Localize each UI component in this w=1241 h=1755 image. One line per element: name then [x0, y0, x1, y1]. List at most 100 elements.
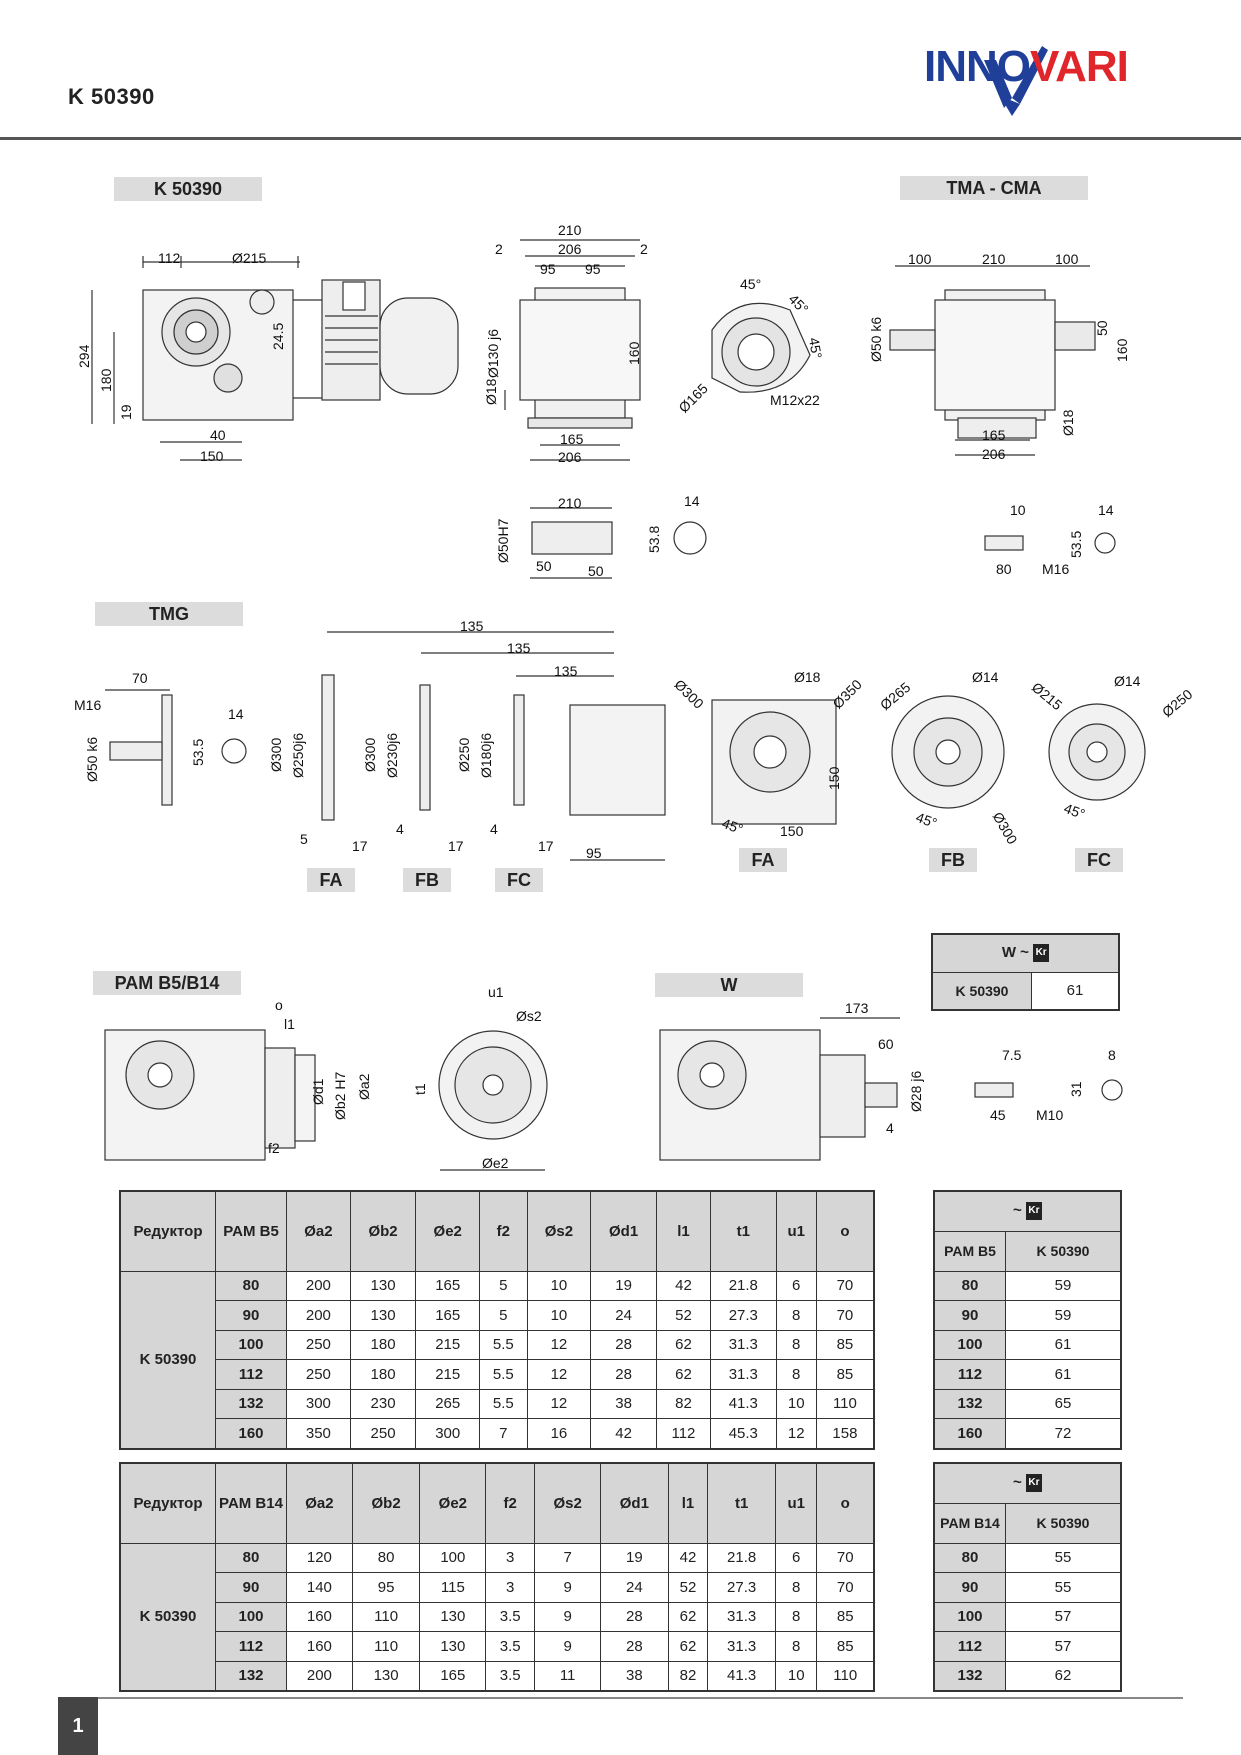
value-cell: 180 [349, 1329, 417, 1360]
value-cell: 3.5 [485, 1631, 536, 1662]
weight-cell: 61 [1005, 1329, 1122, 1360]
value-cell: 80 [351, 1542, 421, 1573]
value-cell: 24 [590, 1300, 657, 1331]
dim-18-tma: Ø18 [1060, 409, 1076, 436]
dim-a2: Øa2 [356, 1073, 372, 1100]
value-cell: 5 [479, 1270, 528, 1301]
value-cell: 5 [479, 1300, 528, 1331]
value-cell: 7 [479, 1418, 528, 1449]
value-cell: 160 [286, 1601, 353, 1632]
dim-206-bottom: 206 [558, 449, 582, 465]
dim-165-front: 165 [560, 431, 584, 447]
th-f2: f2 [479, 1190, 528, 1272]
w-gearbox-view [659, 1017, 1123, 1161]
section-tag-pam: PAM B5/B14 [93, 971, 241, 995]
value-cell: 42 [667, 1542, 709, 1573]
flange-tag-fc: FC [495, 868, 543, 892]
weights-b5-tilde: ~ [1013, 1202, 1022, 1220]
value-cell: 82 [655, 1388, 712, 1419]
value-cell: 19 [590, 1270, 657, 1301]
dim-8: 8 [1108, 1047, 1116, 1063]
dim-230-j6: Ø230j6 [384, 732, 400, 778]
dim-135-fc: 135 [554, 663, 578, 679]
dim-294: 294 [76, 344, 92, 368]
dim-210-tma: 210 [982, 251, 1006, 267]
value-cell: 130 [351, 1660, 421, 1692]
dim-150: 150 [200, 448, 224, 464]
dim-50-a: 50 [536, 558, 552, 574]
dim-150-fa-h: 150 [780, 823, 804, 839]
th-s2: Øs2 [534, 1462, 602, 1544]
value-cell: 85 [816, 1631, 875, 1662]
dim-50-k6-tmg: Ø50 k6 [84, 736, 100, 782]
size-cell: 80 [215, 1270, 287, 1301]
size-cell: 100 [933, 1601, 1006, 1632]
dim-5: 5 [300, 831, 308, 847]
value-cell: 100 [419, 1542, 487, 1573]
value-cell: 265 [415, 1388, 481, 1419]
dim-4-fc: 4 [490, 821, 498, 837]
dim-53-8: 53.8 [646, 525, 662, 553]
dim-150-fa-v: 150 [826, 766, 842, 790]
value-cell: 300 [415, 1418, 481, 1449]
dim-135-fb: 135 [507, 640, 531, 656]
dim-60: 60 [878, 1036, 894, 1052]
value-cell: 19 [600, 1542, 669, 1573]
weight-cell: 62 [1005, 1660, 1122, 1692]
dim-70: 70 [132, 670, 148, 686]
dim-160-tma: 160 [1114, 338, 1130, 362]
value-cell: 250 [349, 1418, 417, 1449]
value-cell: 9 [534, 1572, 602, 1603]
value-cell: 95 [351, 1572, 421, 1603]
dim-206-tma: 206 [982, 446, 1006, 462]
size-cell: 90 [215, 1300, 287, 1331]
dim-14-fc-front: Ø14 [1114, 673, 1141, 689]
dim-160-front: 160 [626, 341, 642, 365]
dim-19: 19 [118, 404, 134, 420]
dim-u1: u1 [488, 984, 504, 1000]
dim-14-key: 14 [684, 493, 700, 509]
weight-icon: Kr [1033, 944, 1050, 963]
value-cell: 82 [667, 1660, 709, 1692]
dim-o: o [275, 997, 283, 1013]
dim-t1: t1 [412, 1083, 428, 1095]
weight-cell: 59 [1005, 1270, 1122, 1301]
th-e2: Øe2 [415, 1190, 481, 1272]
th-pam-b14: PAM B14 [215, 1462, 287, 1544]
value-cell: 3 [485, 1542, 536, 1573]
th-o: o [815, 1190, 875, 1272]
value-cell: 3.5 [485, 1660, 536, 1692]
value-cell: 42 [590, 1418, 657, 1449]
dim-50-b: 50 [588, 563, 604, 579]
dim-180: 180 [98, 368, 114, 392]
page-title: K 50390 [68, 84, 155, 109]
dim-180-j6: Ø180j6 [478, 732, 494, 778]
dim-m16-tmg: M16 [74, 697, 102, 713]
dim-17-fa: 17 [352, 838, 368, 854]
value-cell: 21.8 [710, 1270, 777, 1301]
dim-40: 40 [210, 427, 226, 443]
size-cell: 132 [933, 1660, 1006, 1692]
th-reductor: Редуктор [119, 1190, 216, 1272]
dim-50-k6: Ø50 k6 [868, 316, 884, 362]
weight-cell: 55 [1005, 1542, 1122, 1573]
value-cell: 28 [600, 1631, 669, 1662]
th-pam-b5: PAM B5 [215, 1190, 287, 1272]
dim-165-tma: 165 [982, 427, 1006, 443]
value-cell: 215 [415, 1359, 481, 1390]
value-cell: 165 [415, 1300, 481, 1331]
value-cell: 6 [774, 1542, 818, 1573]
value-cell: 8 [774, 1631, 818, 1662]
value-cell: 112 [655, 1418, 712, 1449]
